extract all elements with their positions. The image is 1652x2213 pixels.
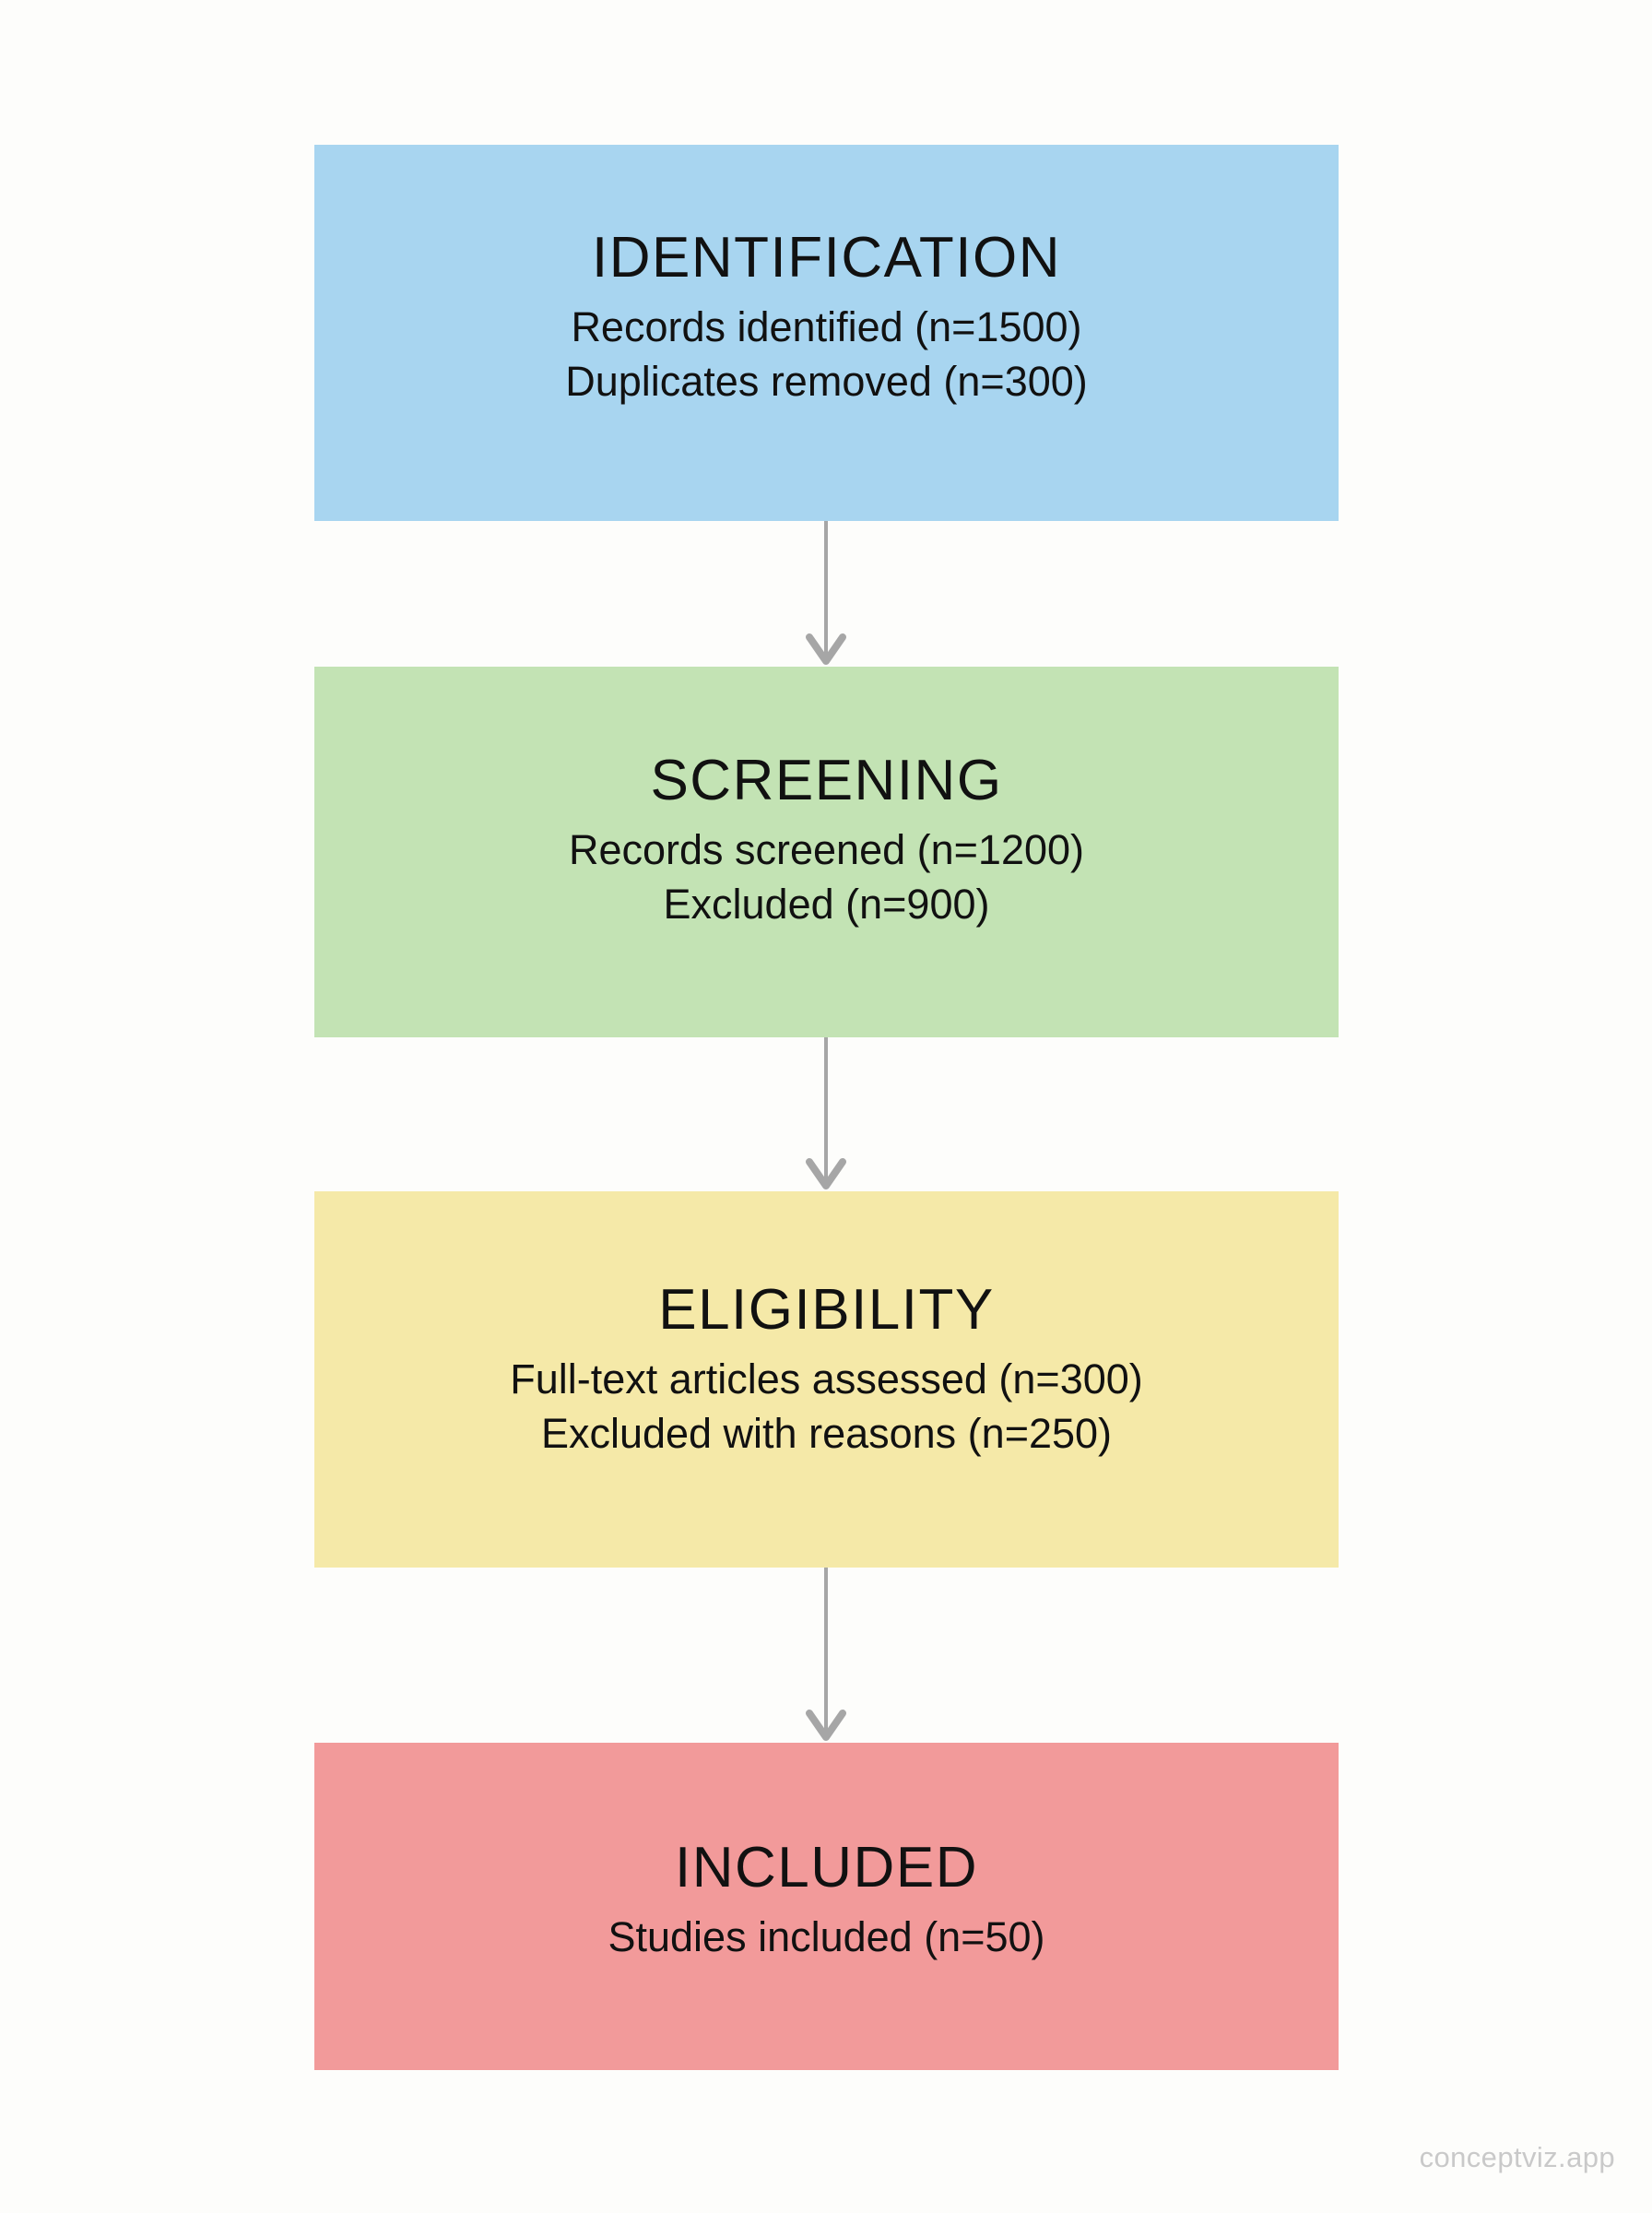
stage-content-identification: IDENTIFICATION Records identified (n=150… [565,228,1088,408]
stage-line-excluded-with-reasons: Excluded with reasons (n=250) [540,1409,1113,1457]
arrow-down-icon [806,1037,846,1189]
stage-line-duplicates-removed: Duplicates removed (n=300) [565,357,1088,405]
connector-arrow-eligibility-to-included [796,1568,856,1743]
arrow-down-icon [806,1568,846,1741]
stage-content-screening: SCREENING Records screened (n=1200) Excl… [569,751,1084,931]
connector-arrow-identification-to-screening [796,521,856,667]
watermark-label: conceptviz.app [1419,2141,1615,2173]
flow-box-included: INCLUDED Studies included (n=50) [314,1743,1339,2070]
stage-title-identification: IDENTIFICATION [592,225,1061,290]
flow-box-eligibility: ELIGIBILITY Full-text articles assessed … [314,1191,1339,1568]
stage-line-full-text-assessed: Full-text articles assessed (n=300) [510,1355,1143,1403]
connector-arrow-screening-to-eligibility [796,1037,856,1191]
stage-line-studies-included: Studies included (n=50) [608,1912,1045,1960]
flow-box-screening: SCREENING Records screened (n=1200) Excl… [314,667,1339,1037]
stage-title-included: INCLUDED [675,1835,978,1899]
stage-line-records-identified: Records identified (n=1500) [571,303,1082,351]
stage-content-eligibility: ELIGIBILITY Full-text articles assessed … [510,1280,1143,1461]
stage-title-screening: SCREENING [650,748,1003,812]
stage-line-excluded: Excluded (n=900) [663,880,990,928]
arrow-down-icon [806,521,846,665]
flow-box-identification: IDENTIFICATION Records identified (n=150… [314,145,1339,521]
stage-title-eligibility: ELIGIBILITY [658,1277,995,1342]
stage-line-records-screened: Records screened (n=1200) [568,826,1085,874]
stage-content-included: INCLUDED Studies included (n=50) [608,1838,1044,1965]
